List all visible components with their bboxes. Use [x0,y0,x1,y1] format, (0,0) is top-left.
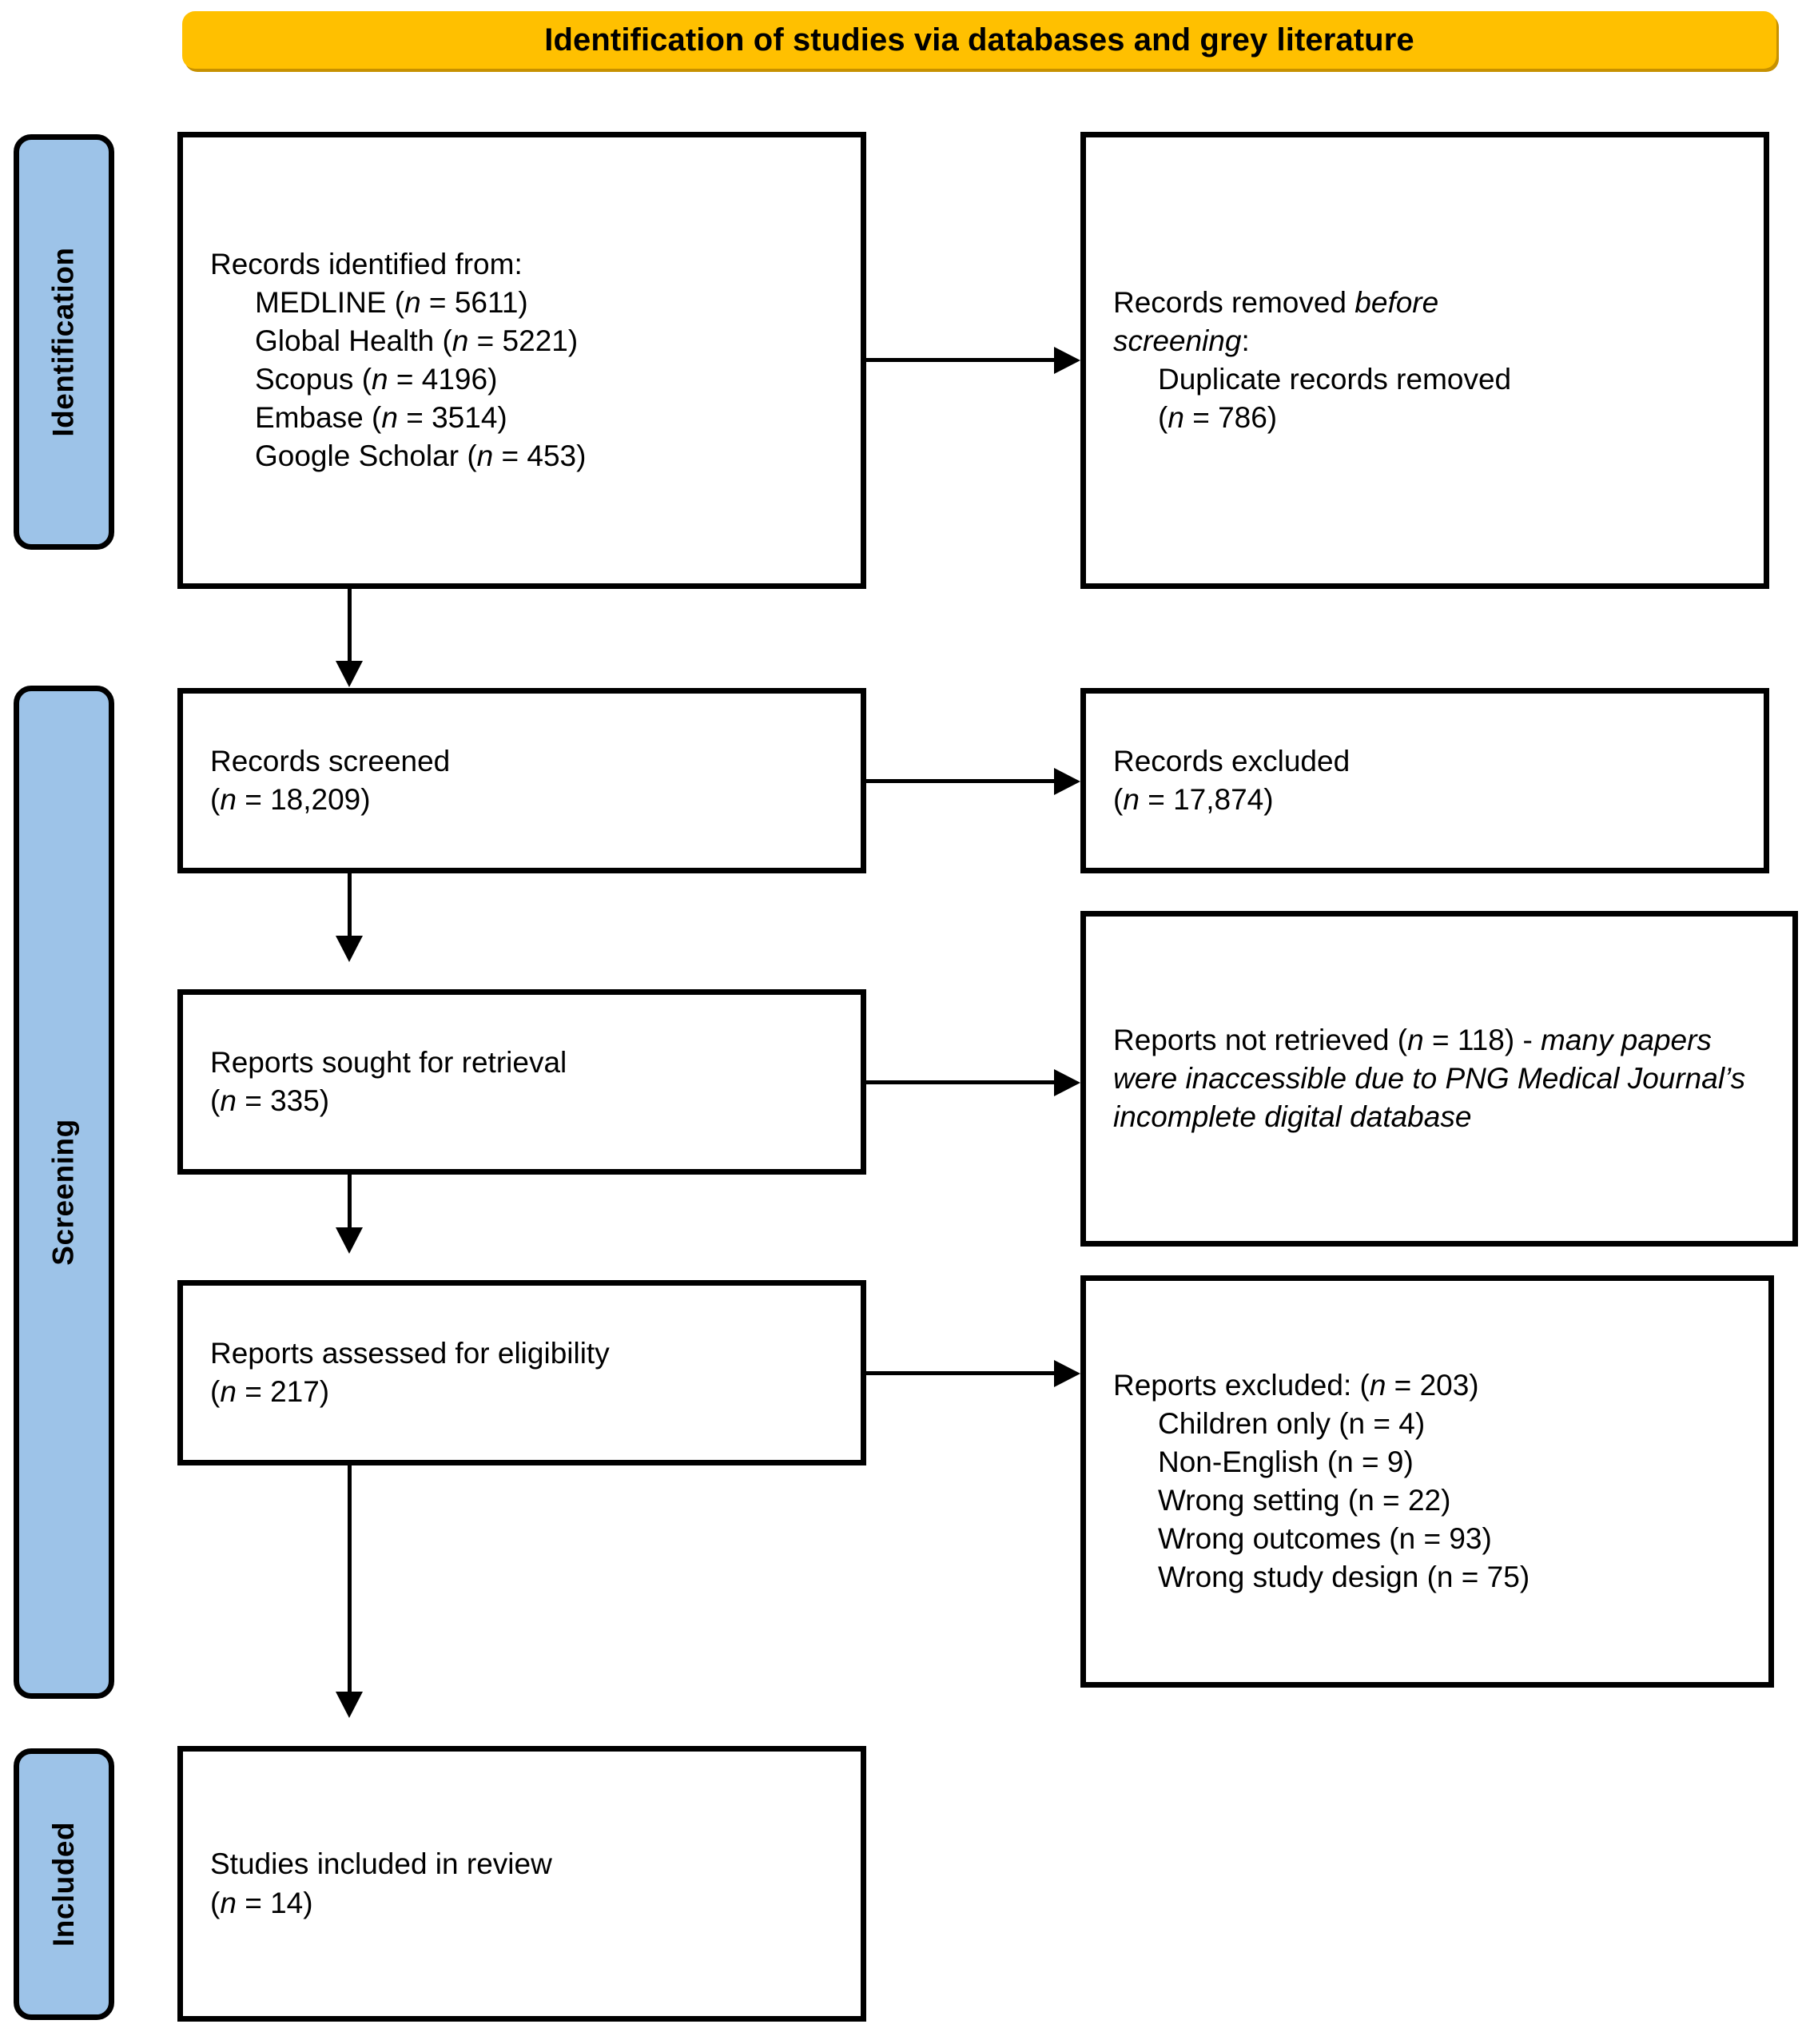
duplicate-records-removed: Duplicate records removed [1158,363,1512,396]
box-reports-assessed: Reports assessed for eligibility (n = 21… [177,1280,866,1465]
studies-included-title: Studies included in review [210,1847,552,1881]
box-reports-excluded: Reports excluded: (n = 203) Children onl… [1080,1275,1774,1688]
arrowhead-down-icon [336,1692,363,1718]
arrowhead-down-icon [336,1227,363,1254]
records-identified-title: Records identified from: [210,247,523,280]
exclusion-reason-non-english: Non-English (n = 9) [1158,1445,1414,1478]
reports-assessed-title: Reports assessed for eligibility [210,1336,610,1370]
box-records-removed: Records removed before screening: Duplic… [1080,132,1769,589]
exclusion-reason-wrong-outcomes: Wrong outcomes (n = 93) [1158,1522,1492,1556]
connector-sought-to-assessed [348,1175,352,1229]
stage-label-identification: Identification [47,247,81,437]
arrowhead-right-icon [1054,347,1080,374]
source-medline: MEDLINE (n = 5611) [255,285,528,319]
stage-tab-screening: Screening [14,686,114,1699]
box-records-excluded: Records excluded (n = 17,874) [1080,688,1769,873]
connector-identified-to-screened [348,589,352,662]
exclusion-reason-wrong-setting: Wrong setting (n = 22) [1158,1484,1451,1517]
box-records-identified: Records identified from: MEDLINE (n = 56… [177,132,866,589]
source-global-health: Global Health (n = 5221) [255,324,579,357]
arrowhead-right-icon [1054,768,1080,795]
arrowhead-down-icon [336,661,363,687]
reports-excluded-title: Reports excluded: (n = 203) [1113,1368,1479,1402]
connector-assessed-to-excluded [866,1371,1056,1375]
source-embase: Embase (n = 3514) [255,401,507,435]
studies-included-count: (n = 14) [210,1886,313,1919]
stage-label-included: Included [47,1821,80,1947]
records-removed-line1: Records removed before [1113,285,1439,319]
records-removed-line2: screening: [1113,324,1250,357]
source-scopus: Scopus (n = 4196) [255,363,498,396]
box-studies-included: Studies included in review (n = 14) [177,1746,866,2022]
records-excluded-count: (n = 17,874) [1113,783,1274,816]
connector-screened-to-sought [348,873,352,937]
diagram-header-banner: Identification of studies via databases … [182,11,1776,69]
arrowhead-right-icon [1054,1360,1080,1387]
connector-identified-to-removed [866,358,1056,362]
stage-tab-included: Included [14,1748,114,2020]
box-records-screened: Records screened (n = 18,209) [177,688,866,873]
stage-label-screening: Screening [47,1119,80,1266]
reports-assessed-count: (n = 217) [210,1375,330,1408]
records-excluded-title: Records excluded [1113,744,1351,777]
exclusion-reason-children-only: Children only (n = 4) [1158,1406,1426,1440]
source-google-scholar: Google Scholar (n = 453) [255,439,587,473]
connector-screened-to-excluded [866,779,1056,783]
arrowhead-right-icon [1054,1069,1080,1096]
duplicate-records-count: (n = 786) [1158,401,1278,435]
arrowhead-down-icon [336,936,363,962]
diagram-title: Identification of studies via databases … [544,22,1414,58]
connector-sought-to-not-retrieved [866,1080,1056,1084]
stage-tab-identification: Identification [14,134,114,550]
reports-sought-title: Reports sought for retrieval [210,1045,567,1079]
exclusion-reason-wrong-study-design: Wrong study design (n = 75) [1158,1561,1530,1594]
records-screened-count: (n = 18,209) [210,783,371,816]
box-reports-not-retrieved: Reports not retrieved (n = 118) - many p… [1080,911,1798,1247]
connector-assessed-to-included [348,1465,352,1693]
box-reports-sought: Reports sought for retrieval (n = 335) [177,989,866,1175]
reports-not-retrieved-text: Reports not retrieved (n = 118) - many p… [1113,1023,1746,1134]
reports-sought-count: (n = 335) [210,1084,330,1117]
records-screened-title: Records screened [210,744,451,777]
